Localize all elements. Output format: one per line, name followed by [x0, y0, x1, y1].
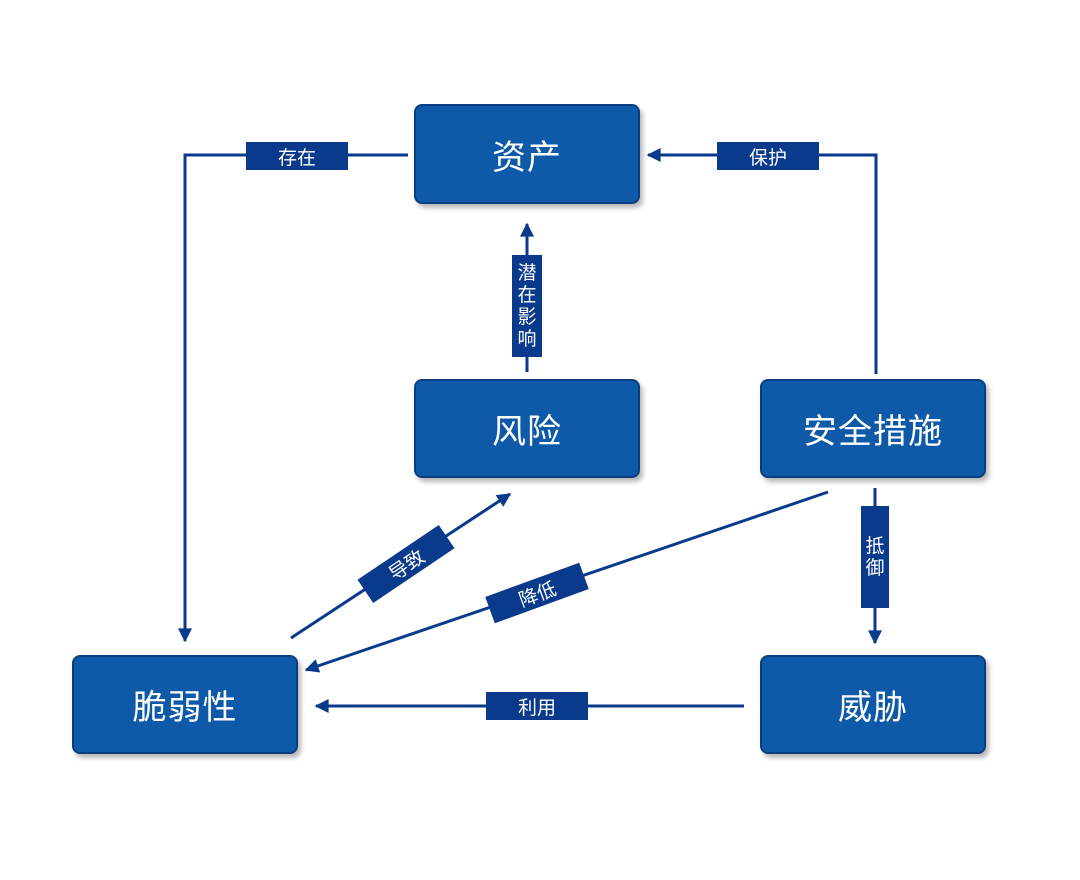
node-vulnerability-label: 脆弱性	[132, 688, 238, 728]
node-risk-label: 风险	[492, 412, 562, 452]
edge-label-potential-impact-char: 响	[517, 328, 537, 350]
edge-label-defend: 抵御	[861, 506, 889, 608]
node-risk: 风险	[414, 379, 640, 478]
edge-label-exist: 存在	[246, 142, 348, 170]
edge-protect	[646, 148, 878, 374]
edge-label-potential-impact-char: 影	[517, 306, 537, 328]
edge-label-potential-impact-char: 潜	[517, 262, 537, 284]
edge-label-potential-impact: 潜在影响	[512, 255, 542, 357]
node-assets-label: 资产	[492, 137, 562, 178]
edge-label-protect-text: 保护	[748, 146, 787, 169]
node-security-measures: 安全措施	[760, 379, 986, 478]
edge-label-exist-text: 存在	[277, 146, 316, 169]
node-threat-label: 威胁	[838, 688, 908, 728]
node-assets: 资产	[414, 104, 640, 204]
edge-label-protect: 保护	[717, 142, 819, 170]
node-security-measures-label: 安全措施	[803, 412, 943, 452]
edge-label-use: 利用	[486, 692, 588, 720]
node-vulnerability: 脆弱性	[72, 655, 298, 754]
edge-label-potential-impact-char: 在	[517, 284, 537, 306]
edge-label-defend-char: 御	[865, 557, 885, 579]
node-threat: 威胁	[760, 655, 986, 754]
edge-label-use-text: 利用	[517, 696, 556, 719]
edge-label-defend-char: 抵	[865, 535, 885, 557]
